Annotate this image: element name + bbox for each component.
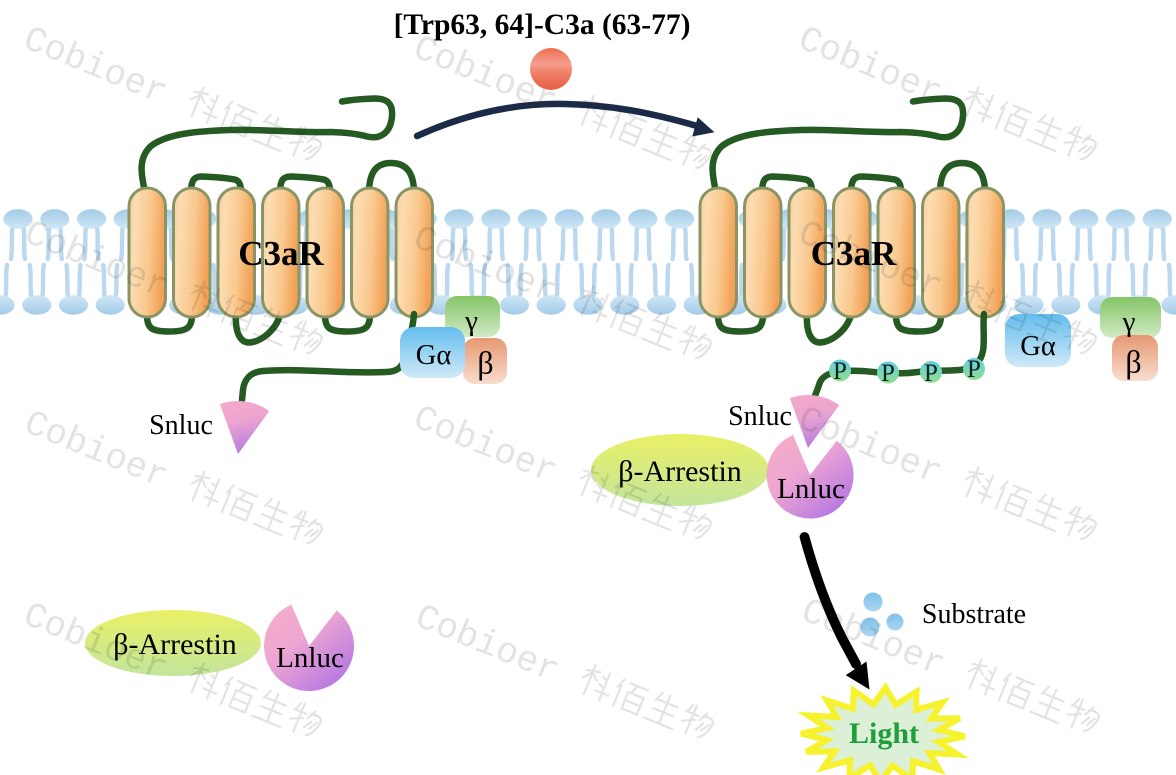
svg-text:C3aR: C3aR: [238, 234, 324, 273]
svg-text:Gα: Gα: [1020, 331, 1056, 362]
svg-text:β-Arrestin: β-Arrestin: [618, 455, 742, 488]
svg-text:Lnluc: Lnluc: [777, 473, 845, 505]
svg-text:P: P: [924, 360, 938, 387]
svg-text:Light: Light: [849, 717, 919, 750]
svg-text:Snluc: Snluc: [149, 410, 213, 441]
svg-text:Substrate: Substrate: [922, 599, 1026, 630]
svg-text:β: β: [1125, 344, 1141, 380]
svg-text:P: P: [833, 358, 847, 385]
svg-text:Snluc: Snluc: [728, 401, 792, 432]
svg-text:γ: γ: [464, 305, 478, 337]
svg-text:P: P: [967, 356, 981, 383]
svg-text:Lnluc: Lnluc: [276, 642, 344, 674]
svg-text:P: P: [881, 360, 895, 387]
svg-text:Gα: Gα: [416, 340, 452, 371]
svg-text:β: β: [477, 345, 493, 381]
svg-text:γ: γ: [1122, 306, 1136, 338]
